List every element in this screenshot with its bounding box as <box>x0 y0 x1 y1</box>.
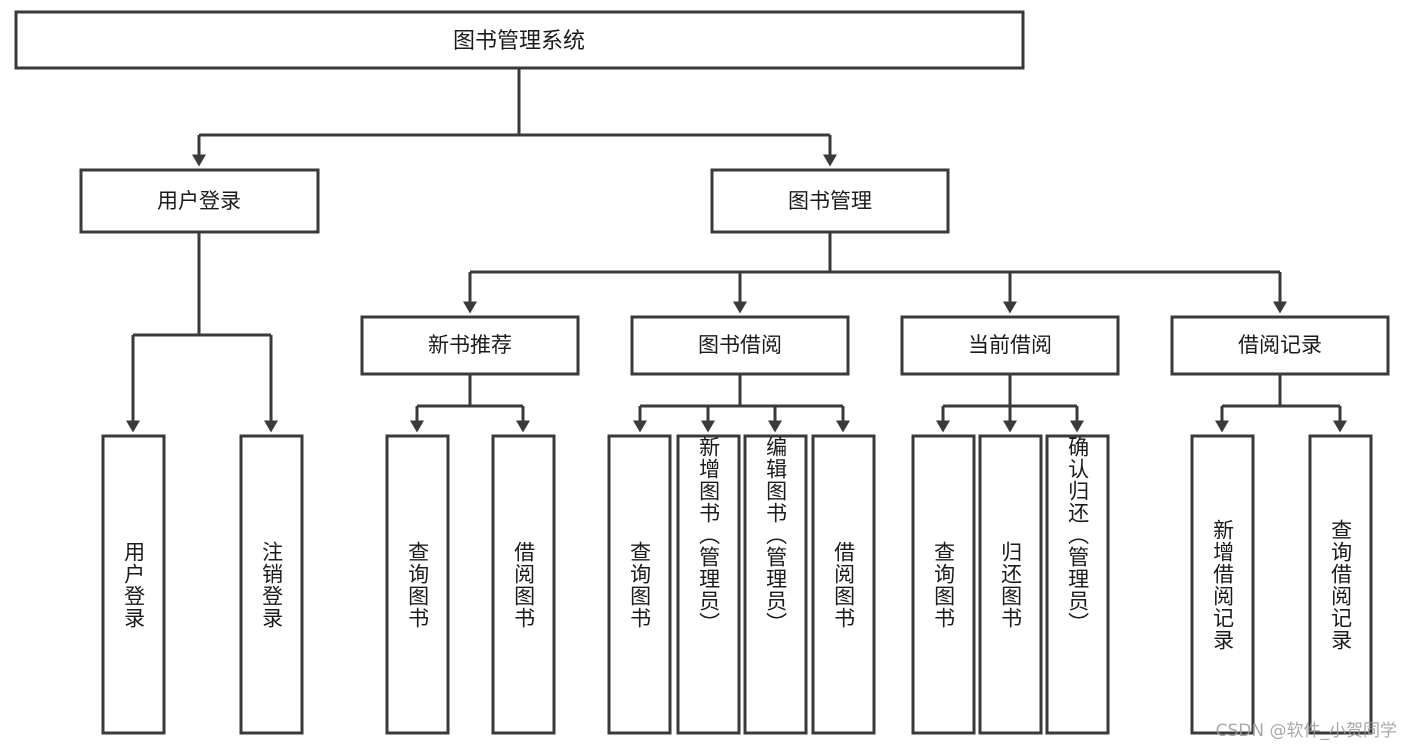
node-current-borrow[interactable]: 当前借阅 <box>900 315 1120 376</box>
nodes-layer: 图书管理系统 用户登录 图书管理 新书推荐 图书借阅 <box>14 10 1390 735</box>
node-user-login-label: 用户登录 <box>157 189 241 213</box>
node-leaf-borrow-record-2-box[interactable] <box>1308 434 1373 735</box>
node-current-borrow-label: 当前借阅 <box>968 333 1052 357</box>
node-root-label: 图书管理系统 <box>453 29 585 54</box>
node-borrow-record-box[interactable] <box>1170 315 1390 376</box>
node-user-login-box[interactable] <box>79 168 320 234</box>
node-book-manage-box[interactable] <box>710 168 950 234</box>
node-current-borrow-box[interactable] <box>900 315 1120 376</box>
node-borrow-record-label: 借阅记录 <box>1238 333 1322 357</box>
node-book-borrow-box[interactable] <box>630 315 850 376</box>
node-leaf-user-login-2-box[interactable] <box>239 434 304 735</box>
node-leaf-user-login-1-box[interactable] <box>101 434 166 735</box>
node-book-manage-label: 图书管理 <box>788 189 872 213</box>
node-book-borrow[interactable]: 图书借阅 <box>630 315 850 376</box>
node-root-box[interactable] <box>14 10 1025 70</box>
node-leaf-current-borrow-1-box[interactable] <box>911 434 976 735</box>
node-leaf-book-borrow-2-box[interactable] <box>676 434 741 735</box>
node-new-book-rec-box[interactable] <box>360 315 580 376</box>
node-leaf-book-borrow-3-box[interactable] <box>743 434 808 735</box>
node-leaf-book-borrow-4-box[interactable] <box>811 434 876 735</box>
node-leaf-book-borrow-1-box[interactable] <box>607 434 672 735</box>
node-new-book-rec[interactable]: 新书推荐 <box>360 315 580 376</box>
watermark-text: CSDN @软件_小贺同学 <box>1215 721 1397 741</box>
node-leaf-current-borrow-2-box[interactable] <box>978 434 1043 735</box>
node-leaf-new-book-rec-2-box[interactable] <box>491 434 556 735</box>
node-book-borrow-label: 图书借阅 <box>698 333 782 357</box>
node-user-login[interactable]: 用户登录 <box>79 168 320 234</box>
node-leaf-new-book-rec-1-box[interactable] <box>385 434 450 735</box>
node-new-book-rec-label: 新书推荐 <box>428 333 512 357</box>
node-leaf-borrow-record-1-box[interactable] <box>1190 434 1255 735</box>
node-root[interactable]: 图书管理系统 <box>14 10 1025 70</box>
node-leaf-current-borrow-3-box[interactable] <box>1045 434 1110 735</box>
node-book-manage[interactable]: 图书管理 <box>710 168 950 234</box>
node-borrow-record[interactable]: 借阅记录 <box>1170 315 1390 376</box>
edges-layer <box>126 68 1347 433</box>
